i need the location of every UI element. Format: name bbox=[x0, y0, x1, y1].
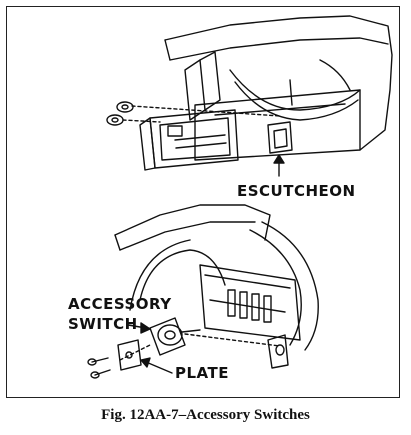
escutcheon-label: ESCUTCHEON bbox=[237, 182, 356, 200]
plate-label: PLATE bbox=[175, 364, 229, 382]
lower-panel-drawing bbox=[87, 204, 319, 379]
figure-caption: Fig. 12AA-7–Accessory Switches bbox=[101, 407, 310, 423]
figure-frame bbox=[6, 6, 400, 398]
upper-panel-drawing bbox=[106, 15, 393, 177]
accessory-switch-label-line2: SWITCH bbox=[68, 315, 138, 333]
accessory-switch-label-line1: ACCESSORY bbox=[68, 295, 172, 313]
